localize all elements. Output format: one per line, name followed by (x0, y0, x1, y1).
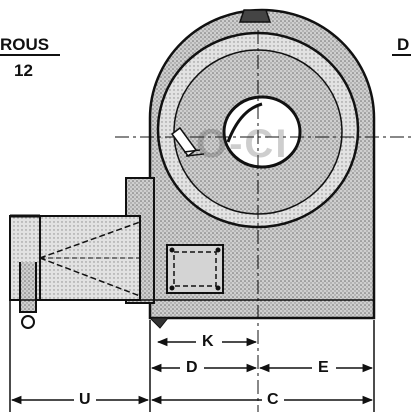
drain-plug (21, 315, 35, 329)
header-left-word: ROUS (0, 35, 50, 54)
dimension-u-label: U (79, 391, 91, 408)
door-bolt (215, 247, 221, 253)
drain-fitting (19, 262, 37, 313)
access-door (166, 244, 224, 294)
support-foot (148, 317, 170, 329)
nameplate-marks (183, 149, 205, 157)
header-right-letter: D (397, 35, 410, 54)
door-bolt (169, 247, 175, 253)
dimension-c-label: C (267, 391, 279, 408)
door-bolt (169, 285, 175, 291)
watermark-text: O-CI (196, 122, 289, 166)
header-left-number: 12 (14, 61, 33, 80)
lifting-lug (238, 9, 272, 23)
dimension-d-label: D (186, 359, 198, 376)
access-door-inner (173, 251, 217, 287)
door-bolt (215, 285, 221, 291)
dimension-e-label: E (318, 359, 329, 376)
dimension-k-label: K (202, 333, 214, 350)
